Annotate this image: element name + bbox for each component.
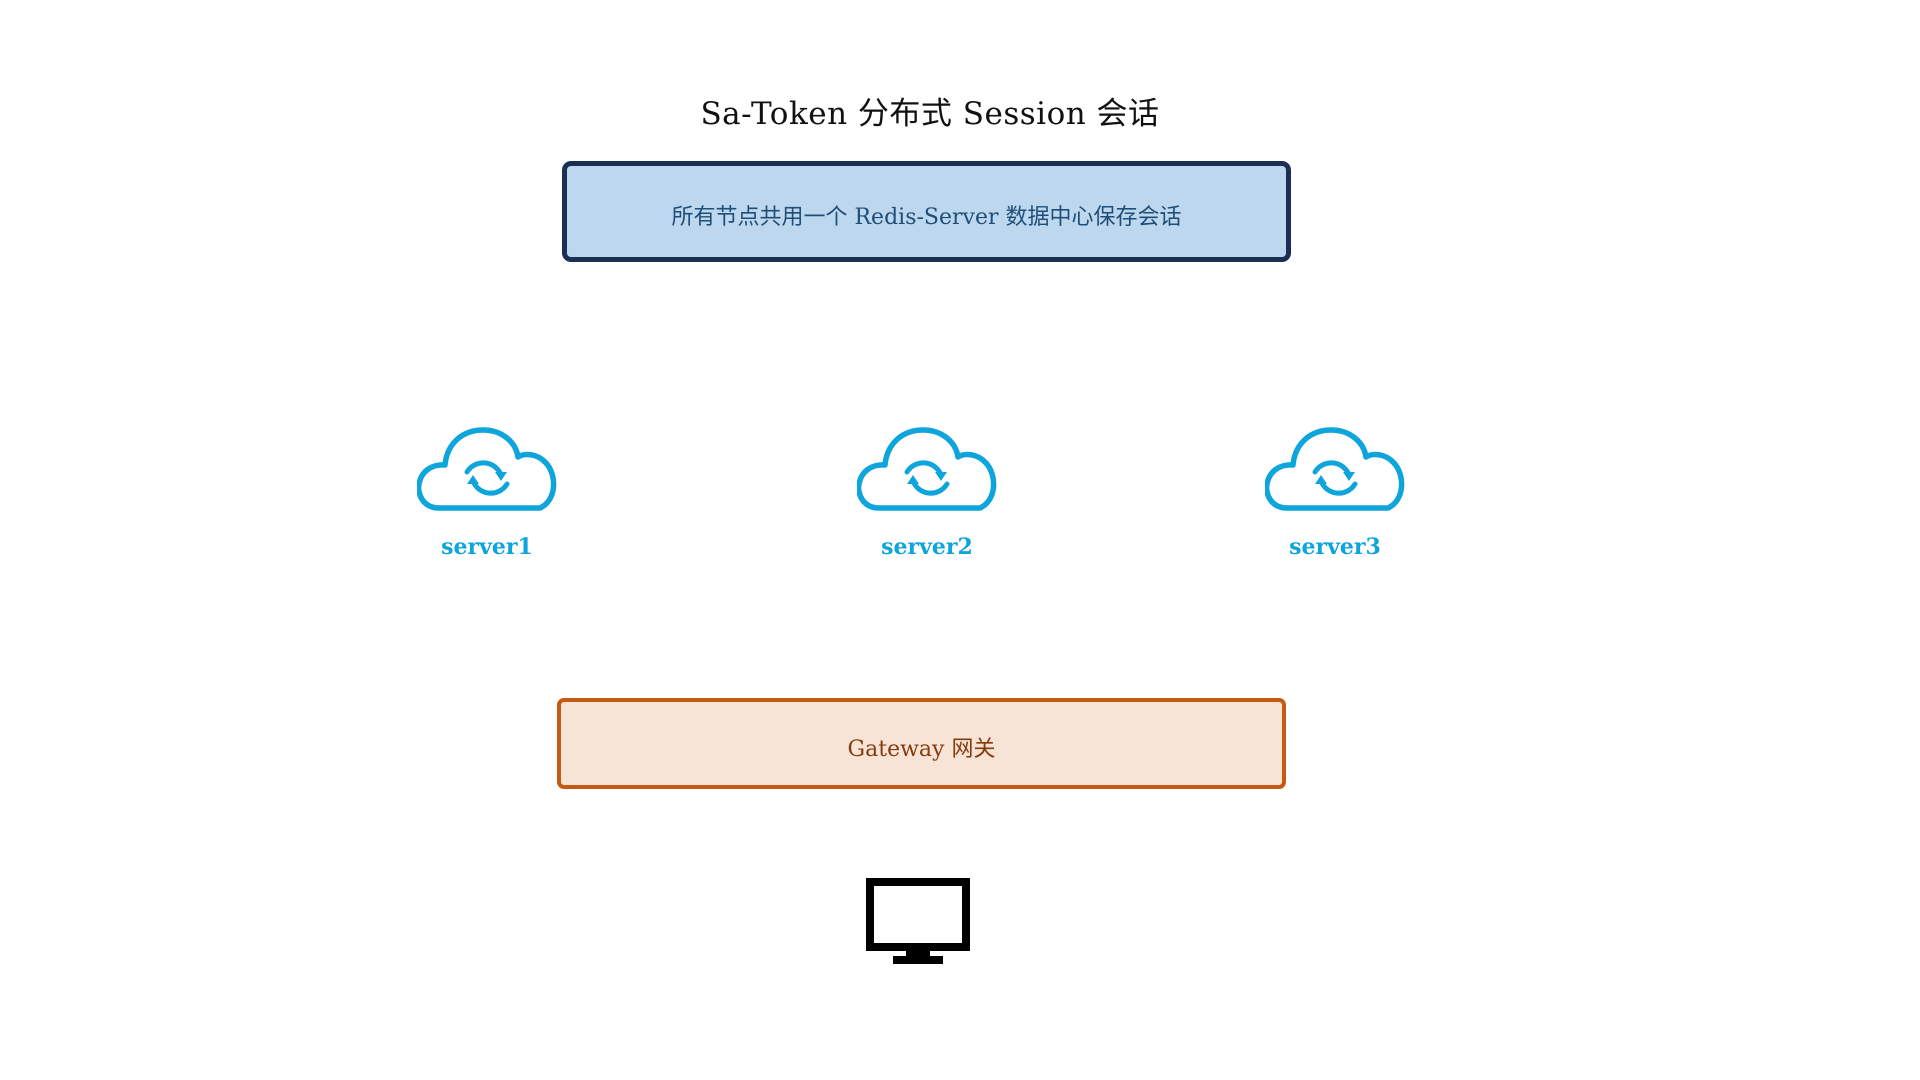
gateway-label: Gateway 网关 <box>847 736 996 762</box>
server-label-3: server3 <box>1289 534 1381 560</box>
redis-server-box: 所有节点共用一个 Redis-Server 数据中心保存会话 <box>562 161 1291 262</box>
server-node-2: server2 <box>837 426 1017 560</box>
diagram-title: Sa-Token 分布式 Session 会话 <box>700 96 1160 132</box>
server-node-3: server3 <box>1245 426 1425 560</box>
monitor-icon <box>866 878 970 964</box>
server-node-1: server1 <box>397 426 577 560</box>
server-label-1: server1 <box>441 534 533 560</box>
cloud-sync-icon <box>1265 427 1405 511</box>
server-label-2: server2 <box>881 534 973 560</box>
gateway-box: Gateway 网关 <box>557 698 1286 789</box>
cloud-sync-icon <box>417 427 557 511</box>
redis-server-label: 所有节点共用一个 Redis-Server 数据中心保存会话 <box>671 204 1182 230</box>
cloud-sync-icon <box>857 427 997 511</box>
